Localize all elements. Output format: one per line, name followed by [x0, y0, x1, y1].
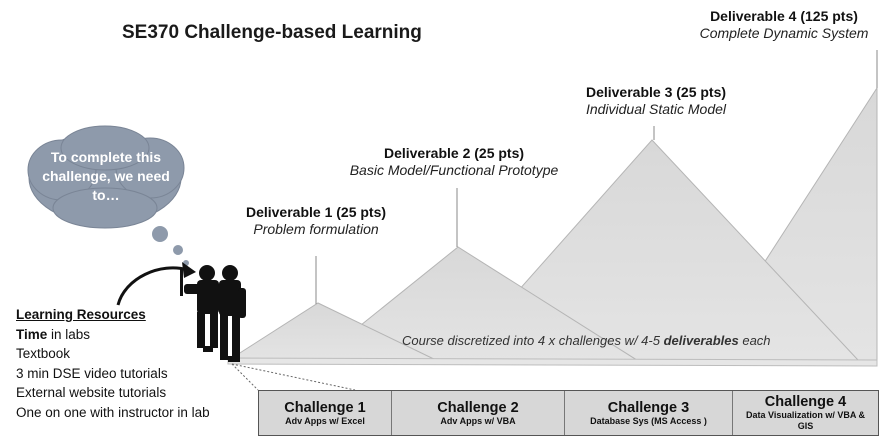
challenge-4-name: Challenge 4 [764, 394, 847, 410]
deliverable-3: Deliverable 3 (25 pts) Individual Static… [568, 84, 744, 117]
deliverable-4-name: Deliverable 4 (125 pts) [710, 8, 858, 24]
resources-heading: Learning Resources [16, 307, 146, 322]
curved-arrow-head [182, 262, 196, 278]
deliverable-2-name: Deliverable 2 (25 pts) [383, 145, 525, 161]
deliverable-4: Deliverable 4 (125 pts) Complete Dynamic… [686, 8, 882, 41]
page-title: SE370 Challenge-based Learning [122, 22, 422, 43]
thought-bubble-2 [173, 245, 183, 255]
deliverable-2: Deliverable 2 (25 pts) Basic Model/Funct… [330, 145, 578, 178]
course-note-emphasis: deliverables [663, 333, 739, 348]
thought-bubble-1 [152, 226, 168, 242]
challenge-1: Challenge 1 Adv Apps w/ Excel [259, 391, 392, 435]
deliverable-1-name: Deliverable 1 (25 pts) [245, 204, 387, 220]
challenge-1-sub: Adv Apps w/ Excel [285, 415, 365, 426]
resource-item-time: Time in labs [16, 325, 210, 345]
challenge-3-sub: Database Sys (MS Access ) [590, 415, 707, 426]
challenge-2: Challenge 2 Adv Apps w/ VBA [392, 391, 565, 435]
challenge-bar: Challenge 1 Adv Apps w/ Excel Challenge … [258, 390, 879, 436]
dashed-projection-right [231, 363, 356, 391]
resource-item: Textbook [16, 346, 71, 361]
deliverable-2-desc: Basic Model/Functional Prototype [349, 162, 559, 178]
mountain-base [227, 357, 878, 367]
dashed-projection-left [231, 363, 259, 391]
course-note-prefix: Course discretized into 4 x challenges w… [402, 333, 664, 348]
cloud-text: To complete this challenge, we need to… [42, 149, 170, 203]
challenge-3-name: Challenge 3 [607, 399, 690, 416]
challenge-4-sub: Data Visualization w/ VBA & GIS [745, 410, 866, 431]
course-note: Course discretized into 4 x challenges w… [402, 333, 771, 348]
soldier-silhouettes [180, 265, 246, 362]
curved-arrow [116, 266, 189, 306]
course-note-suffix: each [738, 333, 771, 348]
resource-item: One on one with instructor in lab [16, 404, 210, 420]
challenge-2-name: Challenge 2 [437, 399, 519, 416]
deliverable-3-name: Deliverable 3 (25 pts) [585, 84, 727, 100]
challenge-3: Challenge 3 Database Sys (MS Access ) [565, 391, 733, 435]
deliverable-1: Deliverable 1 (25 pts) Problem formulati… [236, 204, 396, 237]
deliverable-1-desc: Problem formulation [253, 221, 379, 237]
challenge-1-name: Challenge 1 [284, 399, 366, 416]
challenge-2-sub: Adv Apps w/ VBA [440, 415, 516, 426]
resource-item: 3 min DSE video tutorials [16, 365, 168, 381]
deliverable-4-desc: Complete Dynamic System [699, 25, 869, 41]
resource-item: External website tutorials [16, 385, 167, 400]
deliverable-3-desc: Individual Static Model [585, 101, 727, 117]
challenge-4: Challenge 4 Data Visualization w/ VBA & … [733, 391, 878, 435]
resource-time-rest: in labs [47, 326, 91, 342]
thought-cloud [27, 125, 185, 229]
learning-resources: Learning Resources Time in labs Textbook… [16, 305, 210, 422]
resource-time-bold: Time [16, 326, 48, 342]
